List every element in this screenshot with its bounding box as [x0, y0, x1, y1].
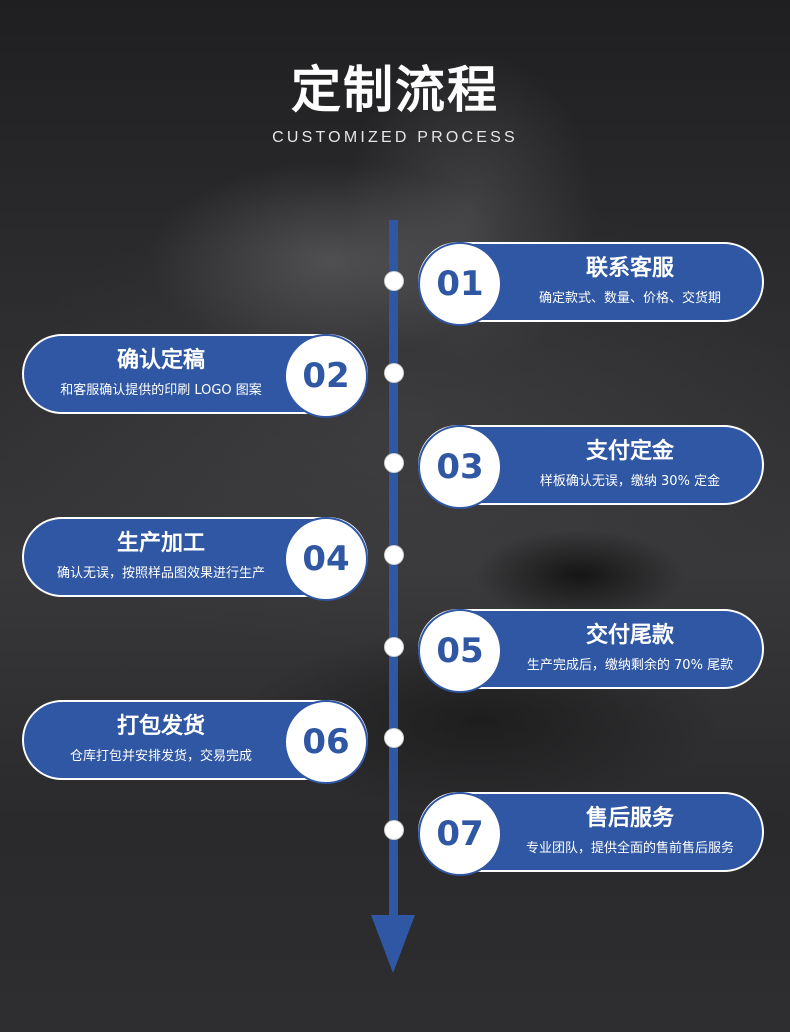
- timeline-dot: [385, 454, 403, 472]
- step-number: 06: [284, 700, 368, 784]
- timeline-dot: [385, 272, 403, 290]
- step-number: 05: [418, 609, 502, 693]
- timeline-dot: [385, 364, 403, 382]
- step-description: 和客服确认提供的印刷 LOGO 图案: [60, 383, 262, 398]
- step-card-07: 07 售后服务 专业团队，提供全面的售前售后服务: [418, 792, 764, 876]
- step-number: 03: [418, 425, 502, 509]
- timeline-dot: [385, 729, 403, 747]
- step-card-01: 01 联系客服 确定款式、数量、价格、交货期: [418, 242, 764, 326]
- step-title: 打包发货: [116, 714, 205, 739]
- step-description: 生产完成后，缴纳剩余的 70% 尾款: [526, 658, 734, 673]
- step-number: 04: [284, 517, 368, 601]
- step-description: 专业团队，提供全面的售前售后服务: [525, 841, 734, 856]
- step-description: 仓库打包并安排发货，交易完成: [69, 749, 252, 764]
- step-title: 联系客服: [585, 256, 674, 281]
- step-title: 确认定稿: [116, 348, 205, 373]
- timeline-dot: [385, 821, 403, 839]
- step-card-03: 03 支付定金 样板确认无误，缴纳 30% 定金: [418, 425, 764, 509]
- step-card-02: 02 确认定稿 和客服确认提供的印刷 LOGO 图案: [22, 334, 368, 418]
- step-number: 01: [418, 242, 502, 326]
- step-description: 确定款式、数量、价格、交货期: [538, 291, 721, 306]
- step-number: 07: [418, 792, 502, 876]
- step-card-06: 06 打包发货 仓库打包并安排发货，交易完成: [22, 700, 368, 784]
- step-card-04: 04 生产加工 确认无误，按照样品图效果进行生产: [22, 517, 368, 601]
- timeline-dot: [385, 546, 403, 564]
- step-number: 02: [284, 334, 368, 418]
- page-title: 定制流程: [291, 61, 499, 119]
- step-title: 售后服务: [585, 806, 674, 831]
- step-description: 确认无误，按照样品图效果进行生产: [56, 566, 265, 581]
- timeline-line: [389, 220, 398, 925]
- step-title: 生产加工: [116, 531, 205, 556]
- page-subtitle: CUSTOMIZED PROCESS: [272, 129, 518, 146]
- step-card-05: 05 交付尾款 生产完成后，缴纳剩余的 70% 尾款: [418, 609, 764, 693]
- timeline-arrow-icon: [371, 915, 415, 973]
- step-description: 样板确认无误，缴纳 30% 定金: [539, 474, 721, 489]
- timeline-dot: [385, 638, 403, 656]
- step-title: 交付尾款: [585, 623, 674, 648]
- step-title: 支付定金: [585, 439, 674, 464]
